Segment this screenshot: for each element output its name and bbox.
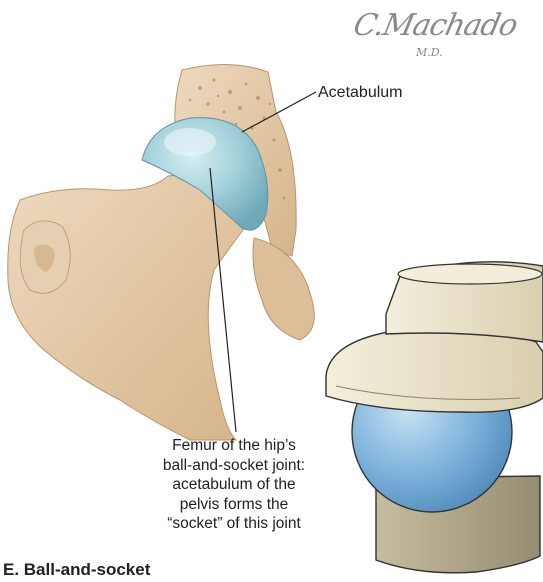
femur-label-line: acetabulum of the (134, 475, 334, 495)
acetabulum-label: Acetabulum (318, 84, 403, 102)
femur-label-line: ball-and-socket joint: (134, 456, 334, 476)
femur-label-line: pelvis forms the (134, 495, 334, 515)
femur-label-line: Femur of the hip’s (134, 436, 334, 456)
signature-suffix: M.D. (416, 46, 443, 59)
ball-and-socket-model (326, 262, 543, 573)
ischium-bone (253, 238, 314, 340)
femur-label-line: “socket” of this joint (134, 514, 334, 534)
model-cap-top (398, 264, 542, 284)
figure-caption: E. Ball-and-socket (3, 560, 150, 580)
model-socket-rim (326, 328, 543, 413)
femur-label: Femur of the hip’s ball-and-socket joint… (134, 436, 334, 534)
femur-bone (8, 168, 252, 440)
head-highlight (164, 128, 216, 156)
signature-name: C.Machado (350, 8, 520, 43)
artist-signature: C.Machado M.D. (352, 8, 502, 68)
